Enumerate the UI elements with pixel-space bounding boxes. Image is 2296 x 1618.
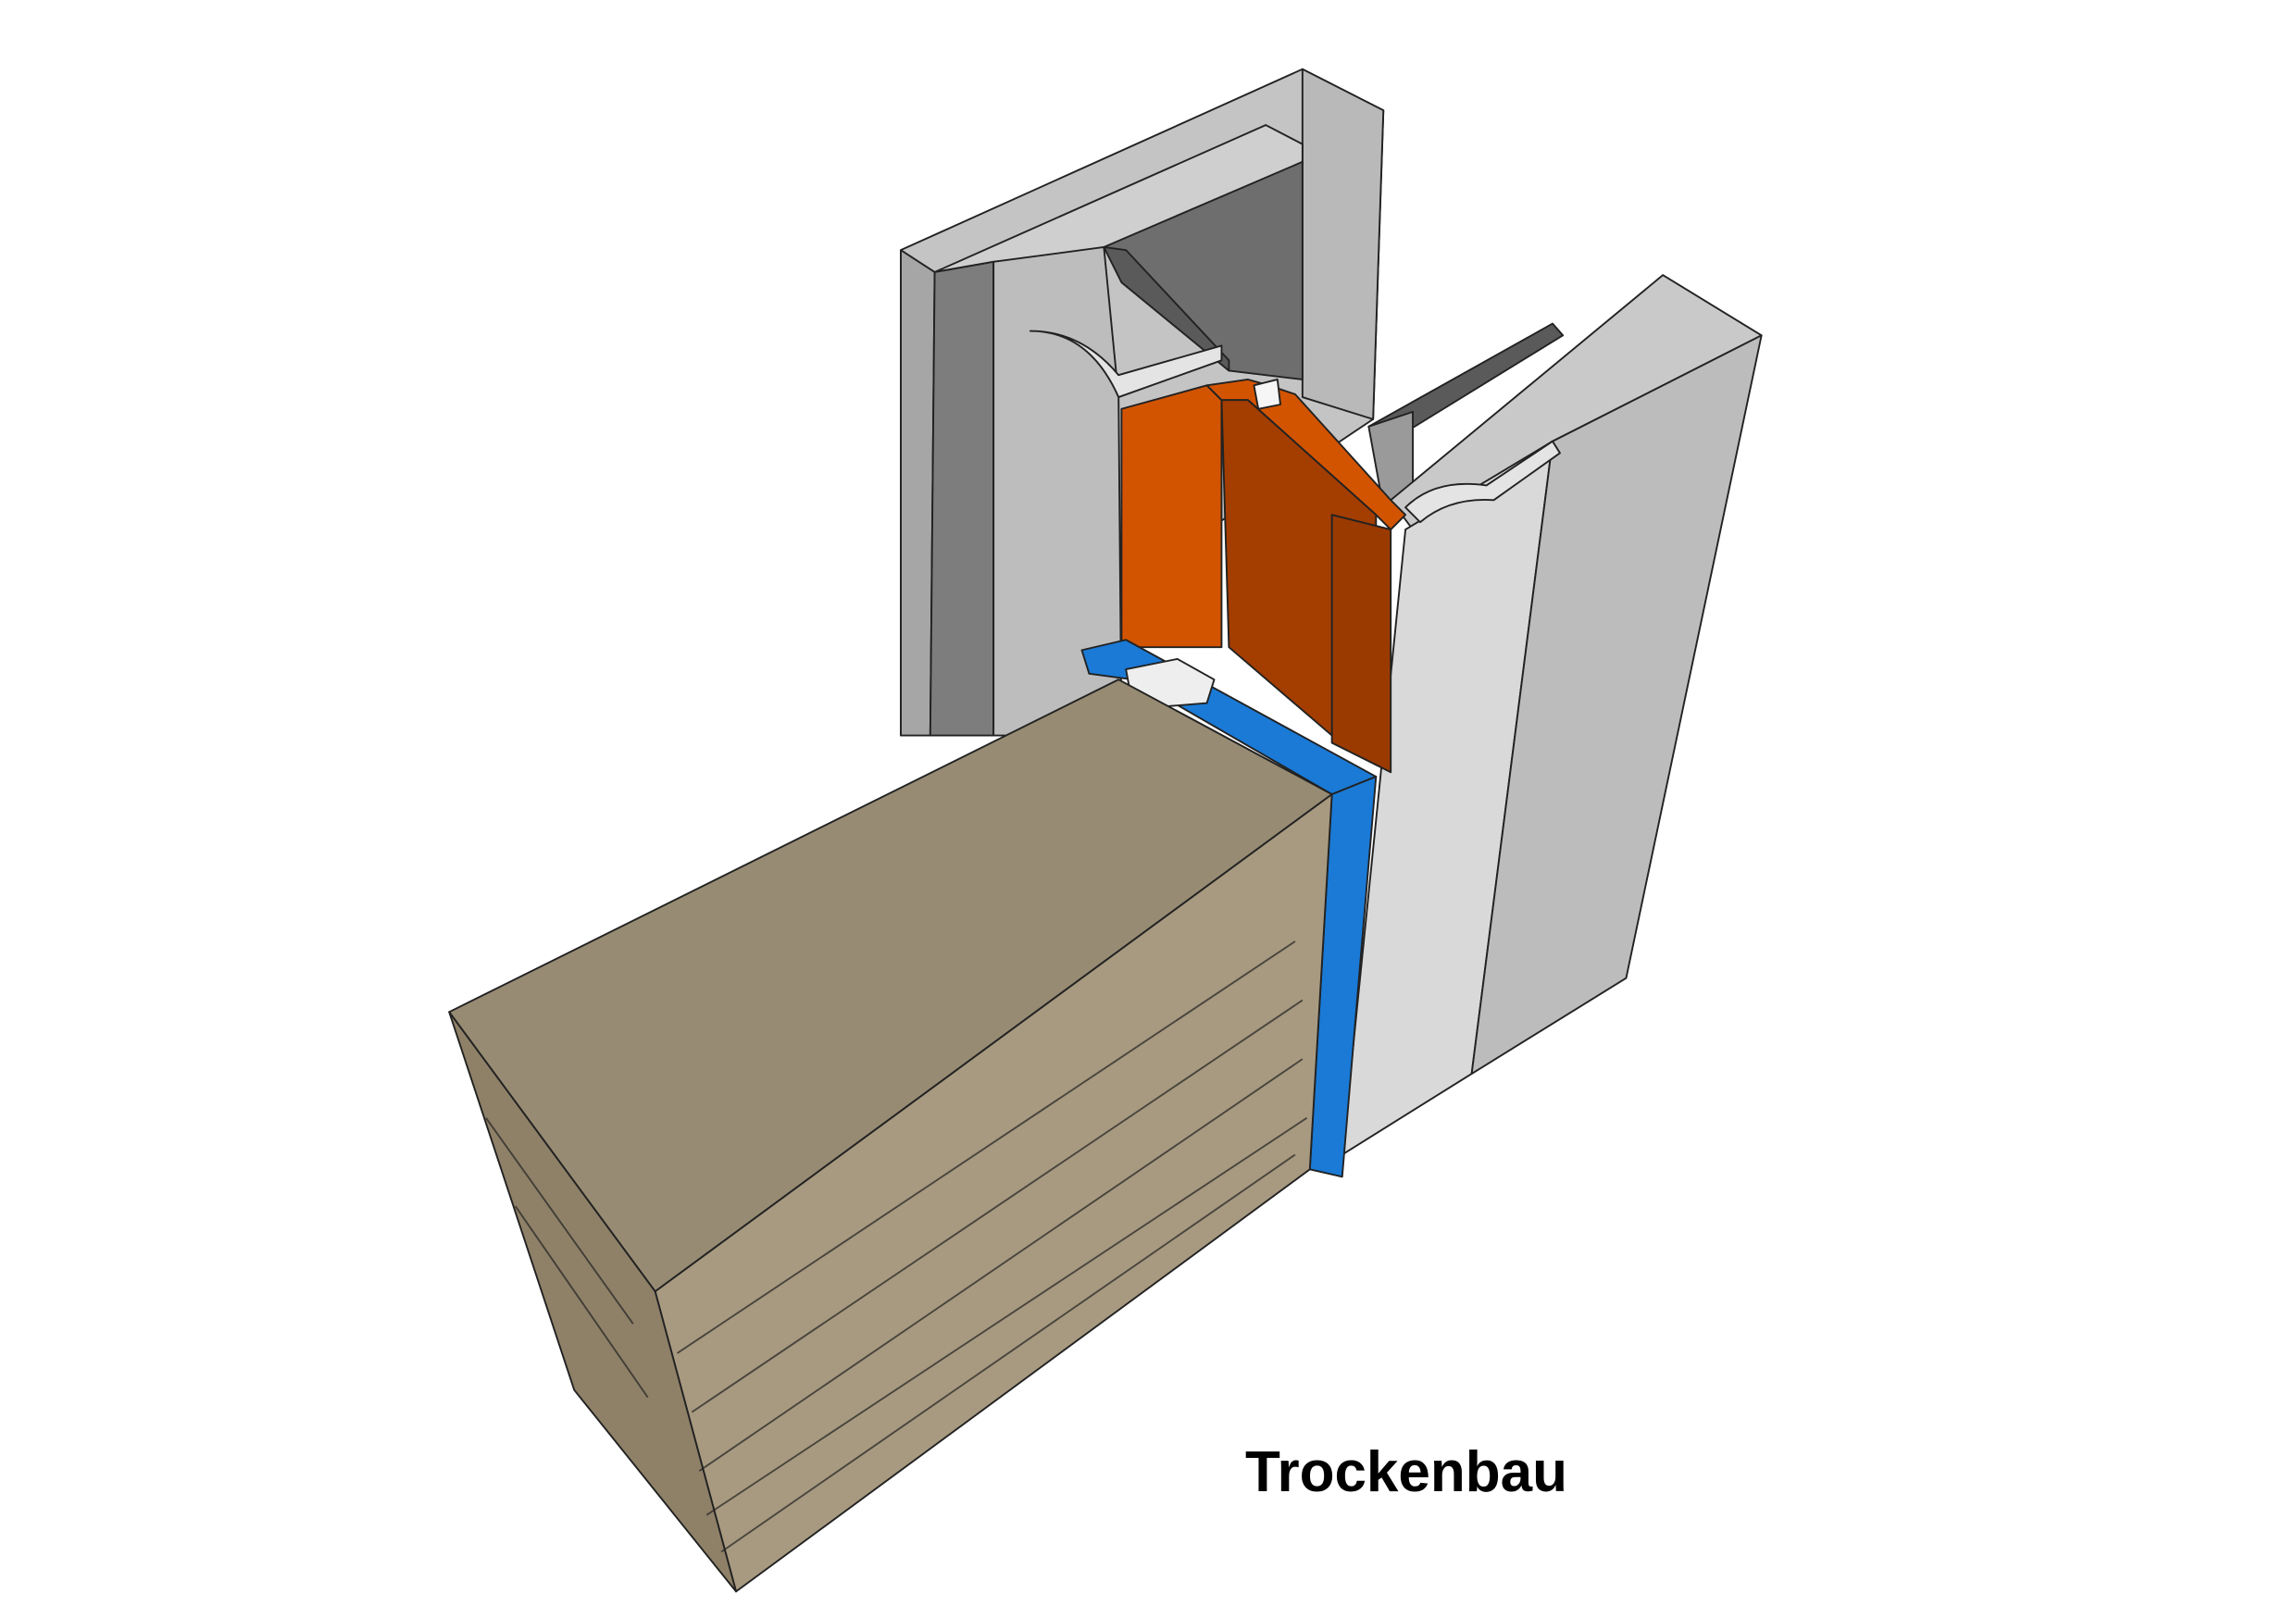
right-wall-side-face	[1470, 334, 1763, 1075]
metal-stud-edge	[1103, 246, 1230, 372]
right-wall-board-edge	[1404, 440, 1561, 524]
door-leaf-side-face	[448, 1011, 738, 1593]
frame-left-flange	[1120, 384, 1223, 649]
wood-grain	[485, 940, 1308, 1553]
left-wall-face-outer	[900, 249, 936, 737]
left-wall-board-edge	[1029, 330, 1223, 399]
left-wall-side-face	[1301, 68, 1385, 420]
frame-groove	[1253, 379, 1281, 410]
right-drywall-wall	[1341, 274, 1763, 1156]
frame-right-face	[1330, 514, 1392, 774]
door-leaf	[448, 678, 1333, 1593]
left-drywall-wall	[900, 68, 1385, 737]
left-wall-face-dark	[929, 260, 995, 737]
left-wall-face-light	[992, 246, 1123, 737]
orange-door-frame-profile	[1120, 379, 1407, 774]
diagram-caption: Trockenbau	[1245, 1440, 1567, 1504]
blue-seal-profile	[1080, 639, 1378, 1178]
